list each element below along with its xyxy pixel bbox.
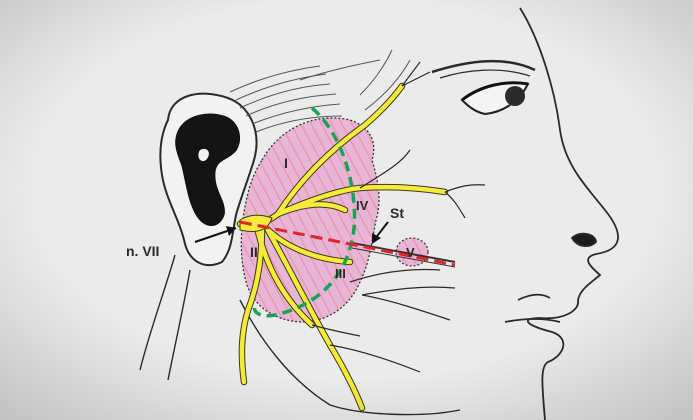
label-zone-3: III xyxy=(335,266,346,281)
label-zone-1: I xyxy=(284,155,288,171)
label-zone-2: II xyxy=(250,244,258,260)
label-zone-4: IV xyxy=(356,198,369,213)
label-nerve: n. VII xyxy=(126,243,159,259)
label-stensen-duct: St xyxy=(390,205,404,221)
label-zone-5: V xyxy=(406,245,415,260)
